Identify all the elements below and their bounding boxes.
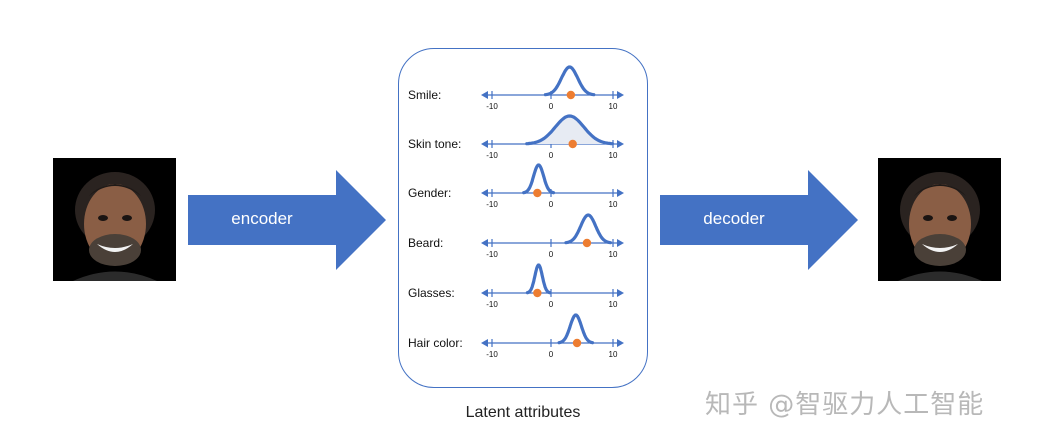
- axis-arrowhead-left-skin-tone: [481, 140, 488, 148]
- axis-tick-label-beard: 10: [609, 250, 618, 259]
- output-face-illustration: [878, 158, 1001, 281]
- axis-arrowhead-right-beard: [617, 239, 624, 247]
- axis-tick-label-gender: -10: [486, 200, 498, 209]
- decoder-label: decoder: [660, 209, 808, 229]
- axis-arrowhead-left-hair-color: [481, 339, 488, 347]
- axis-arrowhead-right-hair-color: [617, 339, 624, 347]
- distribution-curve-beard: [566, 215, 611, 243]
- axis-tick-label-gender: 0: [549, 200, 554, 209]
- axis-arrowhead-right-gender: [617, 189, 624, 197]
- axis-tick-label-skin-tone: -10: [486, 151, 498, 160]
- axis-arrowhead-right-skin-tone: [617, 140, 624, 148]
- axis-tick-label-glasses: 10: [609, 300, 618, 309]
- distribution-curve-glasses: [527, 265, 549, 293]
- axis-arrowhead-left-gender: [481, 189, 488, 197]
- sample-point-glasses: [533, 289, 541, 297]
- axis-arrowhead-right-glasses: [617, 289, 624, 297]
- axis-tick-label-hair-color: 10: [609, 350, 618, 359]
- sample-point-hair-color: [573, 339, 581, 347]
- sample-point-beard: [583, 239, 591, 247]
- sample-point-skin-tone: [569, 140, 577, 148]
- distribution-curve-smile: [545, 67, 593, 95]
- axis-arrowhead-left-glasses: [481, 289, 488, 297]
- sample-point-gender: [533, 189, 541, 197]
- axis-tick-label-gender: 10: [609, 200, 618, 209]
- output-face-image: [878, 158, 1001, 281]
- latent-attributes-caption: Latent attributes: [398, 404, 648, 422]
- axis-tick-label-glasses: 0: [549, 300, 554, 309]
- axis-tick-label-hair-color: 0: [549, 350, 554, 359]
- axis-arrowhead-right-smile: [617, 91, 624, 99]
- axis-tick-label-skin-tone: 10: [609, 151, 618, 160]
- sample-point-smile: [567, 91, 575, 99]
- axis-tick-label-smile: 10: [609, 102, 618, 111]
- axis-tick-label-skin-tone: 0: [549, 151, 554, 160]
- axis-tick-label-beard: -10: [486, 250, 498, 259]
- distribution-curve-gender: [524, 165, 554, 193]
- axis-tick-label-hair-color: -10: [486, 350, 498, 359]
- distribution-curve-hair-color: [559, 315, 592, 343]
- axis-tick-label-smile: 0: [549, 102, 554, 111]
- axis-tick-label-smile: -10: [486, 102, 498, 111]
- watermark-text: 知乎 @智驱力人工智能: [705, 384, 984, 421]
- axis-tick-label-glasses: -10: [486, 300, 498, 309]
- axis-tick-label-beard: 0: [549, 250, 554, 259]
- axis-arrowhead-left-smile: [481, 91, 488, 99]
- axis-arrowhead-left-beard: [481, 239, 488, 247]
